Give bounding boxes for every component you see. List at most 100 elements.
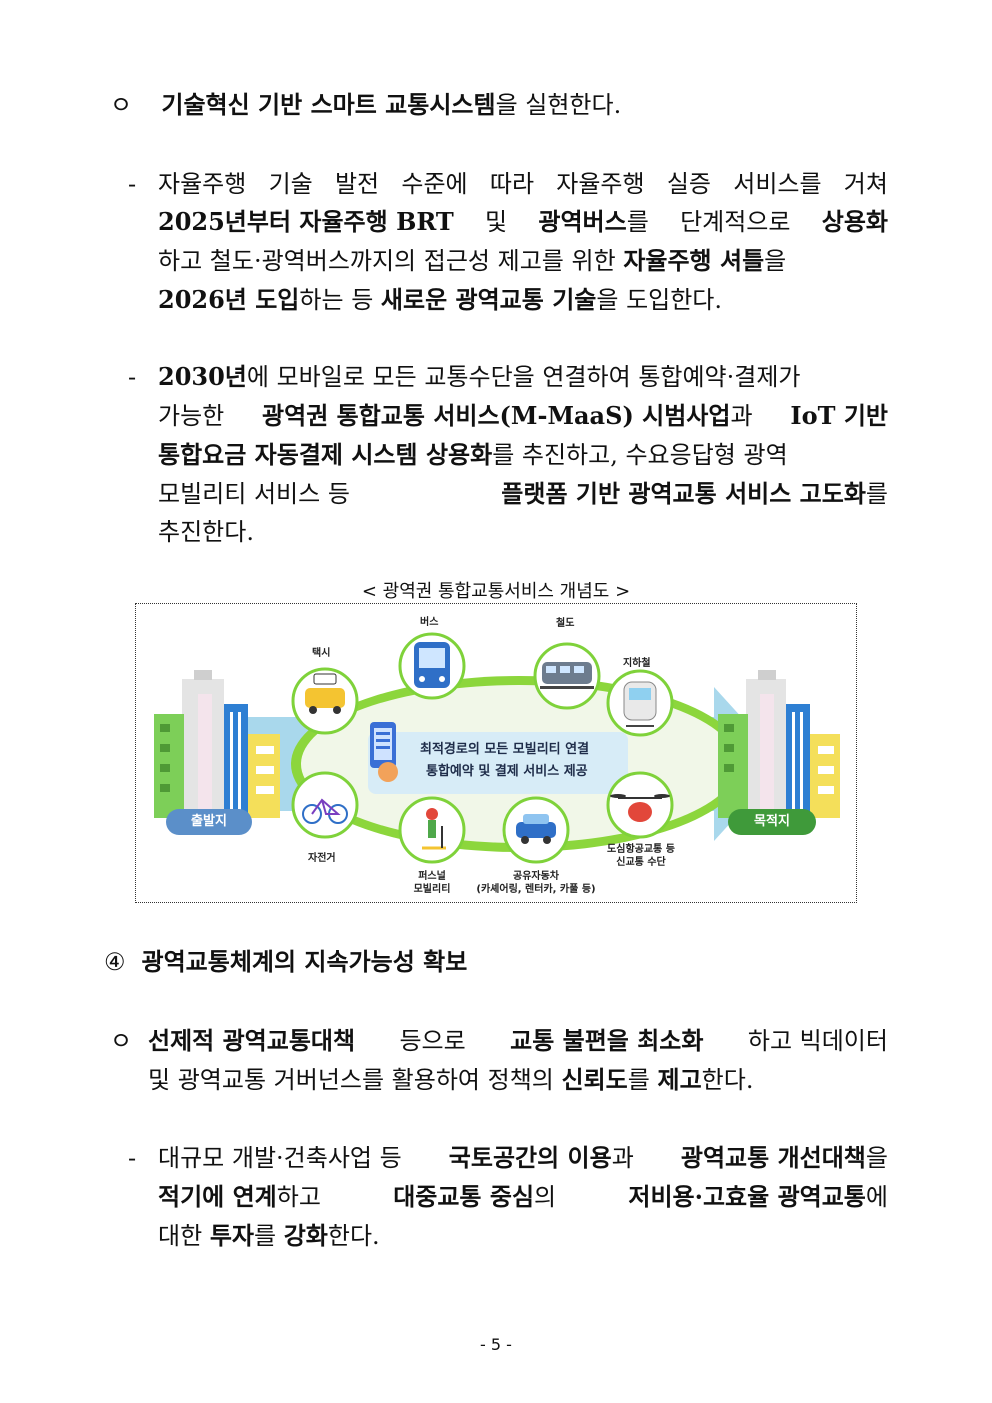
paragraph-line: 및 광역교통 거버넌스를 활용하여 정책의 신뢰도를 제고한다. <box>148 1064 753 1096</box>
text: 를 <box>626 208 649 236</box>
emphasis-text: 자율주행 셔틀 <box>623 246 765 275</box>
emphasis-text: 광역버스 <box>538 207 627 236</box>
word: 발전 <box>334 170 380 198</box>
section-number: ④ <box>104 948 126 976</box>
text: 를 <box>253 1222 277 1250</box>
bullet-circle: ㅇ <box>110 1027 133 1055</box>
paragraph-line: 2030년에 모바일로 모든 교통수단을 연결하여 통합예약·결제가 <box>158 361 801 393</box>
heading-rest: 을 실현한다. <box>495 91 622 119</box>
label-bicycle: 자전거 <box>308 853 336 864</box>
word: 거쳐 <box>843 170 888 198</box>
emphasis-text: IoT 기반 <box>790 401 888 430</box>
bullet-circle: ㅇ <box>110 91 133 119</box>
train-icon <box>533 642 601 710</box>
emphasis-text: 통합요금 자동결제 시스템 상용화 <box>158 440 493 469</box>
text: 한다. <box>701 1066 754 1094</box>
label-pm-2: 모빌리티 <box>413 884 451 895</box>
start-buildings <box>154 670 280 819</box>
text: 대한 <box>158 1222 203 1250</box>
paragraph-line: 선제적 광역교통대책 등으로 교통 불편을 최소화 하고 빅데이터 <box>148 1025 888 1057</box>
text: 하고 빅데이터 <box>747 1027 888 1055</box>
label-pm-1: 퍼스널 <box>418 871 446 882</box>
text: 에 모바일로 모든 교통수단을 연결하여 통합예약·결제가 <box>246 363 801 391</box>
text: 하는 등 <box>299 286 374 314</box>
dash-marker: - <box>128 363 137 391</box>
bus-icon <box>398 632 466 700</box>
center-text-line2: 통합예약 및 결제 서비스 제공 <box>426 764 588 779</box>
bicycle-icon <box>291 771 359 839</box>
label-uam-1: 도심항공교통 등 <box>607 844 675 855</box>
end-buildings <box>718 670 840 819</box>
emphasis-text: 선제적 광역교통대책 <box>148 1026 356 1055</box>
emphasis-text: 플랫폼 기반 광역교통 서비스 고도화 <box>501 479 866 508</box>
paragraph-line: 2025년부터 자율주행 BRT 및 광역버스를 단계적으로 상용화 <box>158 206 888 238</box>
page-number: - 5 - <box>480 1335 512 1354</box>
diagram-graphics <box>154 632 840 864</box>
emphasis-text: 2030년 <box>158 362 247 391</box>
text: 및 광역교통 거버넌스를 활용하여 정책의 <box>148 1066 554 1094</box>
text: 하고 <box>276 1183 321 1211</box>
subway-icon <box>606 669 674 737</box>
scooter-icon <box>398 796 466 864</box>
text: 의 <box>534 1183 557 1211</box>
label-car-1: 공유자동차 <box>513 871 559 882</box>
word: 자율주행 <box>556 170 645 198</box>
emphasis-text: 국토공간의 이용 <box>448 1143 612 1172</box>
emphasis-text: 투자 <box>209 1221 254 1250</box>
label-subway: 지하철 <box>623 658 651 669</box>
text: 에 <box>865 1183 888 1211</box>
word: 기술 <box>268 170 313 198</box>
word: 수준에 <box>401 170 468 198</box>
text: 모빌리티 서비스 등 <box>158 480 350 508</box>
emphasis-text: 새로운 광역교통 기술 <box>380 285 597 314</box>
emphasis-text: 신뢰도 <box>561 1065 628 1094</box>
word: 서비스를 <box>733 170 822 198</box>
text: 등으로 <box>399 1027 466 1055</box>
taxi-icon <box>291 667 359 735</box>
paragraph-line: 하고 철도·광역버스까지의 접근성 제고를 위한 자율주행 셔틀을 <box>158 245 888 277</box>
end-label: 목적지 <box>728 809 816 835</box>
word: 자율주행 <box>158 170 247 198</box>
text: 를 <box>627 1066 650 1094</box>
section-heading: ㅇ 기술혁신 기반 스마트 교통시스템을 실현한다. <box>110 89 621 121</box>
word: 실증 <box>666 170 711 198</box>
figure-caption: < 광역권 통합교통서비스 개념도 > <box>361 581 631 602</box>
word: 따라 <box>489 170 535 198</box>
dash-marker: - <box>128 1144 137 1172</box>
label-uam-2: 신교통 수단 <box>616 857 666 868</box>
paragraph-line: 2026년 도입하는 등 새로운 광역교통 기술을 도입한다. <box>158 284 722 316</box>
label-bus: 버스 <box>420 617 439 628</box>
text: 한다. <box>327 1222 380 1250</box>
label-taxi: 택시 <box>312 648 331 659</box>
emphasis-text: 광역교통 개선대책 <box>680 1143 866 1172</box>
center-panel <box>368 732 628 794</box>
text: 을 도입한다. <box>596 286 723 314</box>
text: 과 <box>611 1144 634 1172</box>
paragraph-line: 모빌리티 서비스 등 플랫폼 기반 광역교통 서비스 고도화를 <box>158 478 888 510</box>
phone-icon <box>370 722 398 782</box>
paragraph-line: 가능한 광역권 통합교통 서비스(M-MaaS) 시범사업과 IoT 기반 <box>158 400 888 432</box>
text: 과 <box>730 402 753 430</box>
text: 대규모 개발·건축사업 등 <box>158 1144 402 1172</box>
label-car-2: (카셰어링, 렌터카, 카풀 등) <box>476 884 596 895</box>
uam-drone-icon <box>606 771 674 839</box>
text: 을 <box>865 1144 888 1172</box>
text: 하고 철도·광역버스까지의 접근성 제고를 위한 <box>158 247 616 275</box>
text: 을 <box>764 247 787 275</box>
paragraph-line: 적기에 연계하고 대중교통 중심의 저비용·고효율 광역교통에 <box>158 1181 888 1213</box>
emphasis-text: 대중교통 중심 <box>393 1182 535 1211</box>
emphasis-text: 2026년 도입 <box>158 285 300 314</box>
emphasis-text: 적기에 연계 <box>158 1182 277 1211</box>
text: 단계적으로 <box>680 208 791 236</box>
text: 및 <box>485 208 508 236</box>
emphasis-text: 저비용·고효율 광역교통 <box>628 1182 866 1211</box>
paragraph-line: 대한 투자를 강화한다. <box>158 1220 380 1252</box>
emphasis-text: 상용화 <box>821 207 888 236</box>
paragraph-line: 통합요금 자동결제 시스템 상용화를 추진하고, 수요응답형 광역 <box>158 439 788 471</box>
center-text-line1: 최적경로의 모든 모빌리티 연결 <box>420 742 590 757</box>
emphasis-text: 강화 <box>283 1221 328 1250</box>
paragraph-line: 추진한다. <box>158 518 254 546</box>
paragraph-line: 대규모 개발·건축사업 등 국토공간의 이용과 광역교통 개선대책을 <box>158 1142 888 1174</box>
paragraph-line: 자율주행 기술 발전 수준에 따라 자율주행 실증 서비스를 거쳐 <box>158 168 888 200</box>
concept-diagram: 최적경로의 모든 모빌리티 연결 통합예약 및 결제 서비스 제공 출발지 목적… <box>135 603 857 903</box>
